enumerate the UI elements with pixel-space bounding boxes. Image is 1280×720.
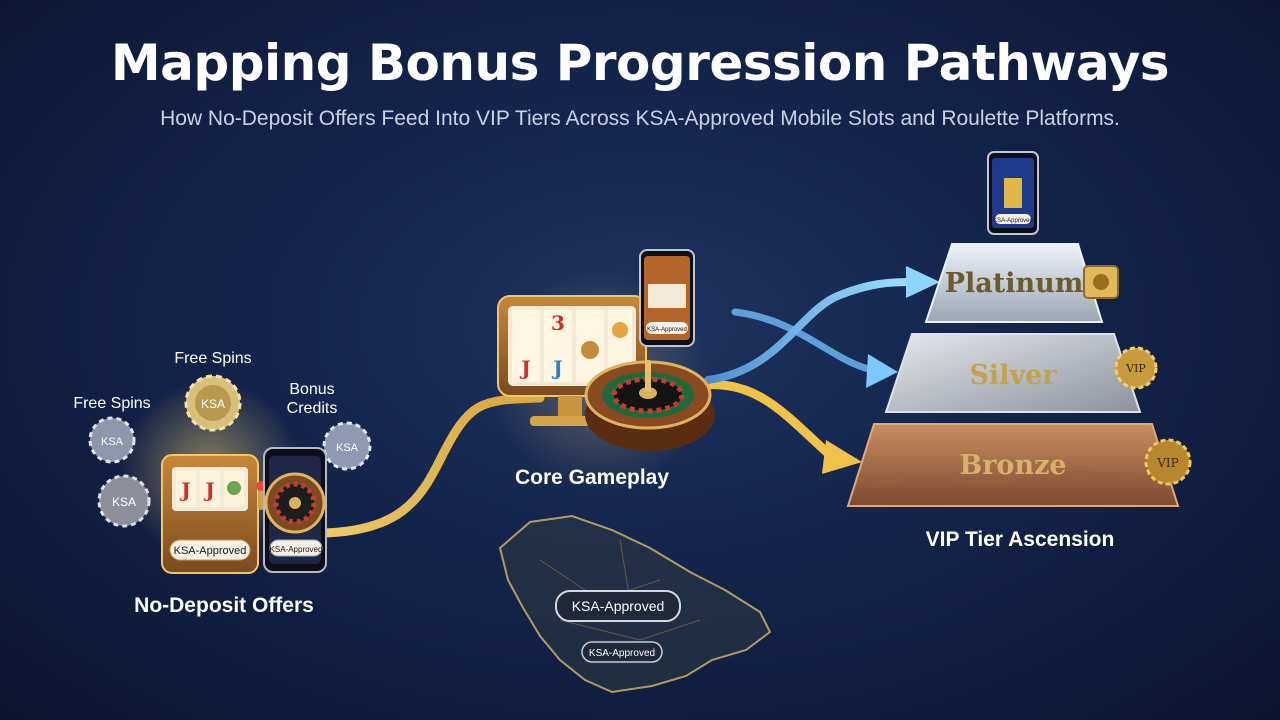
- chip-label-free-spins-top: Free Spins: [174, 350, 251, 367]
- svg-text:KSA: KSA: [101, 436, 124, 448]
- map-badge-large: KSA-Approved: [572, 598, 665, 614]
- svg-text:KSA-Approved: KSA-Approved: [174, 545, 247, 557]
- top-phone-icon: KSA-Approved: [987, 151, 1039, 235]
- arrow-to-platinum: [906, 266, 940, 298]
- page-subtitle: How No-Deposit Offers Feed Into VIP Tier…: [160, 107, 1120, 130]
- svg-text:J: J: [551, 356, 562, 380]
- ksa-chip-silver-left: KSA: [88, 416, 136, 464]
- ksa-map-outline: KSA-Approved KSA-Approved: [498, 514, 772, 694]
- chip-label-free-spins-left: Free Spins: [73, 395, 150, 412]
- roulette-wheel-icon: [584, 360, 715, 451]
- svg-text:KSA-Approved: KSA-Approved: [647, 327, 687, 333]
- svg-text:VIP: VIP: [1125, 362, 1146, 375]
- ksa-chip-gold: KSA: [184, 374, 242, 432]
- svg-text:J: J: [203, 478, 214, 502]
- gold-path-gameplay-to-bronze: [700, 380, 835, 460]
- tier-platinum: Platinum: [924, 243, 1119, 323]
- tier-bronze: Bronze VIP: [846, 423, 1192, 507]
- svg-text:3: 3: [551, 311, 565, 335]
- svg-text:J: J: [519, 356, 530, 380]
- phone-roulette-icon: KSA-Approved: [263, 447, 327, 573]
- blue-path-to-platinum: [704, 278, 916, 384]
- svg-text:KSA: KSA: [112, 495, 136, 509]
- svg-text:KSA-Approved: KSA-Approved: [270, 545, 323, 554]
- svg-text:J: J: [179, 478, 190, 502]
- svg-text:KSA-Approved: KSA-Approved: [993, 218, 1033, 224]
- svg-text:KSA: KSA: [201, 397, 225, 411]
- svg-text:KSA: KSA: [336, 442, 359, 454]
- blue-path-to-silver: [731, 308, 876, 374]
- svg-text:Bronze: Bronze: [959, 450, 1066, 481]
- page-title: Mapping Bonus Progression Pathways: [110, 34, 1170, 92]
- ksa-chip-silver-bottom: KSA: [97, 474, 151, 528]
- arrow-to-bronze: [822, 440, 862, 474]
- svg-text:Platinum: Platinum: [945, 268, 1084, 299]
- gameplay-cluster: J 3 J KSA-Approved Core Gameplay: [490, 249, 715, 490]
- ksa-chip-silver-right: KSA: [322, 421, 372, 471]
- arrow-to-silver: [866, 354, 898, 388]
- gameplay-label: Core Gameplay: [515, 466, 669, 489]
- slot-machine-icon: J J KSA-Approved: [161, 454, 266, 574]
- vip-label: VIP Tier Ascension: [926, 528, 1115, 551]
- mini-phone-slot-icon: KSA-Approved: [639, 249, 695, 347]
- svg-text:VIP: VIP: [1156, 456, 1178, 470]
- vip-pyramid: KSA-Approved Platinum Silver VIP Bronze …: [846, 151, 1192, 551]
- offers-label: No-Deposit Offers: [134, 594, 314, 617]
- svg-text:Silver: Silver: [969, 360, 1057, 391]
- offers-cluster: KSA KSA KSA KSA J J KSA-Approved: [73, 350, 372, 617]
- tier-silver: Silver VIP: [884, 333, 1158, 413]
- map-badge-small: KSA-Approved: [589, 648, 655, 659]
